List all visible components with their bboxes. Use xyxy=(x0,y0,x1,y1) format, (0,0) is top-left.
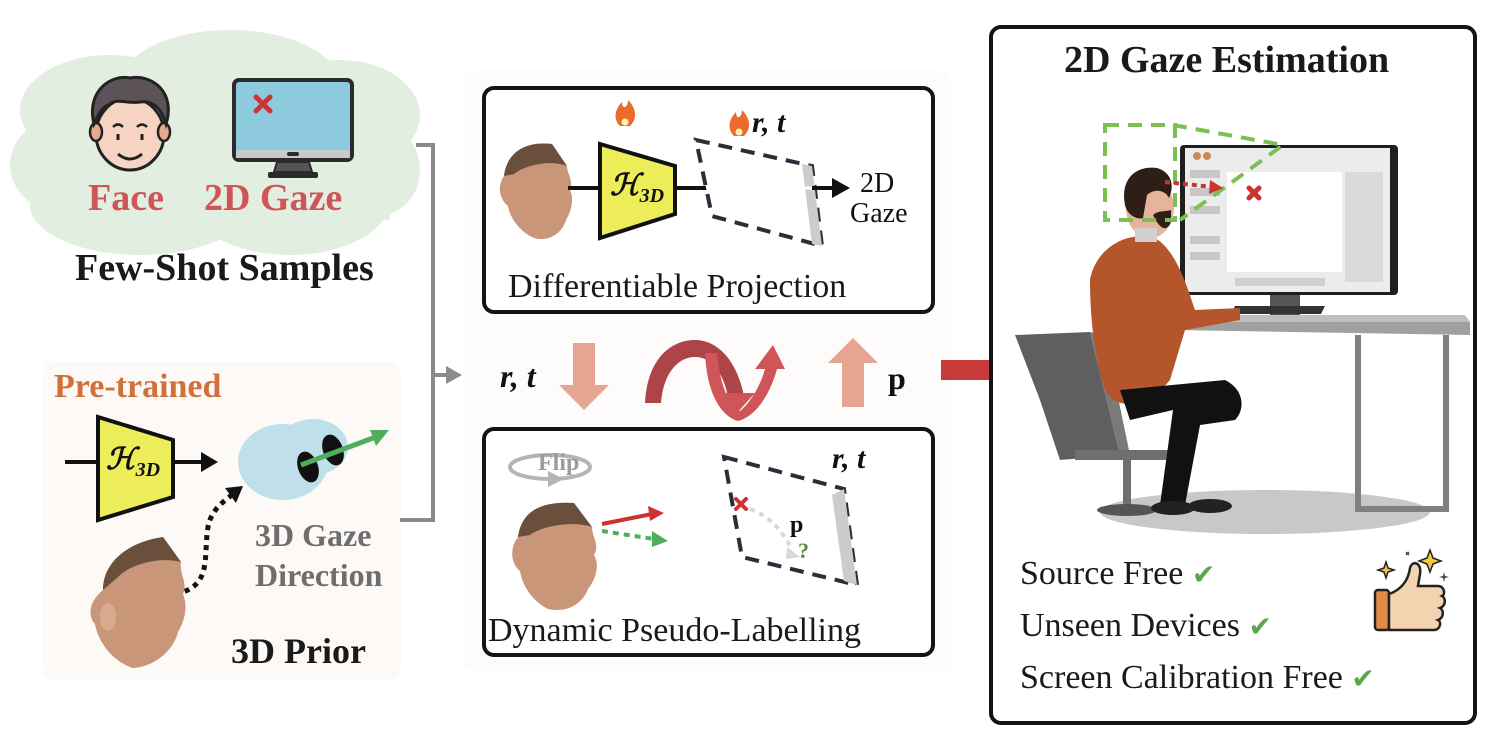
merge-connector xyxy=(400,143,462,522)
check-icon: ✔ xyxy=(1351,662,1375,695)
loop-down-label: r, t xyxy=(500,358,536,394)
model-block xyxy=(598,141,677,241)
projection-params-label: r, t xyxy=(752,106,786,139)
target-x-mark xyxy=(734,497,748,511)
feature-item: Source Free ✔ xyxy=(1020,555,1375,607)
model-symbol-projection: ℋ3D xyxy=(610,168,664,208)
model-symbol: ℋ xyxy=(106,443,136,476)
model-subscript: 3D xyxy=(639,185,665,207)
face-profile-image xyxy=(90,537,186,668)
pseudo-label-title: Dynamic Pseudo-Labelling xyxy=(488,612,861,649)
check-icon: ✔ xyxy=(1191,558,1216,591)
face-label: Face xyxy=(88,177,164,219)
estimation-title: 2D Gaze Estimation xyxy=(1064,39,1390,81)
flipped-gaze-arrow xyxy=(601,529,655,541)
flip-label: Flip xyxy=(538,450,580,476)
model-symbol: ℋ xyxy=(610,169,640,202)
pretrained-label: Pre-trained xyxy=(54,368,222,405)
down-arrow-icon xyxy=(559,343,609,410)
target-x-mark xyxy=(1246,185,1262,201)
gaze-direction-label-1: 3D Gaze xyxy=(255,517,372,553)
fire-icon xyxy=(615,100,636,126)
screen-plane xyxy=(721,454,860,588)
pseudo-label-diagram xyxy=(508,453,860,611)
few-shot-title: Few-Shot Samples xyxy=(75,247,374,289)
arrow-head xyxy=(832,178,850,198)
feature-label: Source Free xyxy=(1020,555,1184,592)
arrow-head xyxy=(201,452,218,472)
up-arrow-icon xyxy=(828,338,878,407)
unknown-mark: ? xyxy=(798,538,809,563)
fire-icon xyxy=(729,110,750,136)
pseudo-params-label: r, t xyxy=(832,442,866,475)
flip-rotate-icon xyxy=(508,453,592,487)
thumbs-up-sparkle-icon xyxy=(1373,547,1449,632)
person-face-icon xyxy=(88,75,172,172)
predicted-gaze-arrow xyxy=(601,512,653,526)
model-symbol-prior: ℋ3D xyxy=(106,442,160,482)
loop-up-label: p xyxy=(888,360,906,396)
face-profile-image xyxy=(499,143,573,240)
eyes-icon xyxy=(238,419,348,500)
projection-output-line1: 2D xyxy=(860,168,895,199)
gaze-label: 2D Gaze xyxy=(204,177,343,219)
projection-title: Differentiable Projection xyxy=(508,268,847,305)
person-at-desk-illustration xyxy=(1015,123,1470,534)
face-profile-image xyxy=(512,502,597,611)
loop-arrows xyxy=(559,338,878,421)
feature-label: Screen Calibration Free xyxy=(1020,659,1343,696)
merge-arrow-head xyxy=(446,366,462,384)
target-x-mark xyxy=(253,94,273,114)
monitor-with-target-icon xyxy=(232,78,354,178)
gaze-direction-arrow xyxy=(300,435,374,468)
check-icon: ✔ xyxy=(1248,610,1272,643)
pseudo-label-dotted-path xyxy=(749,507,794,551)
projection-diagram xyxy=(499,100,850,249)
feature-item: Unseen Devices ✔ xyxy=(1020,607,1375,659)
prior-model-diagram xyxy=(65,414,389,668)
feature-item: Screen Calibration Free ✔ xyxy=(1020,659,1375,711)
gaze-ray xyxy=(1164,180,1214,189)
prior-title: 3D Prior xyxy=(231,631,366,671)
feature-label: Unseen Devices xyxy=(1020,607,1240,644)
projection-output-line2: Gaze xyxy=(850,198,908,229)
pseudo-point-label: p xyxy=(790,512,804,538)
camera-fov-marker xyxy=(1103,123,1288,222)
feature-list: Source Free ✔ Unseen Devices ✔ Screen Ca… xyxy=(1020,555,1375,711)
screen-plane xyxy=(693,137,825,249)
gaze-direction-label-2: Direction xyxy=(255,557,383,593)
model-block xyxy=(96,414,175,523)
cycle-arrow-icon xyxy=(645,340,785,421)
model-subscript: 3D xyxy=(135,459,161,481)
dotted-link xyxy=(174,492,235,597)
